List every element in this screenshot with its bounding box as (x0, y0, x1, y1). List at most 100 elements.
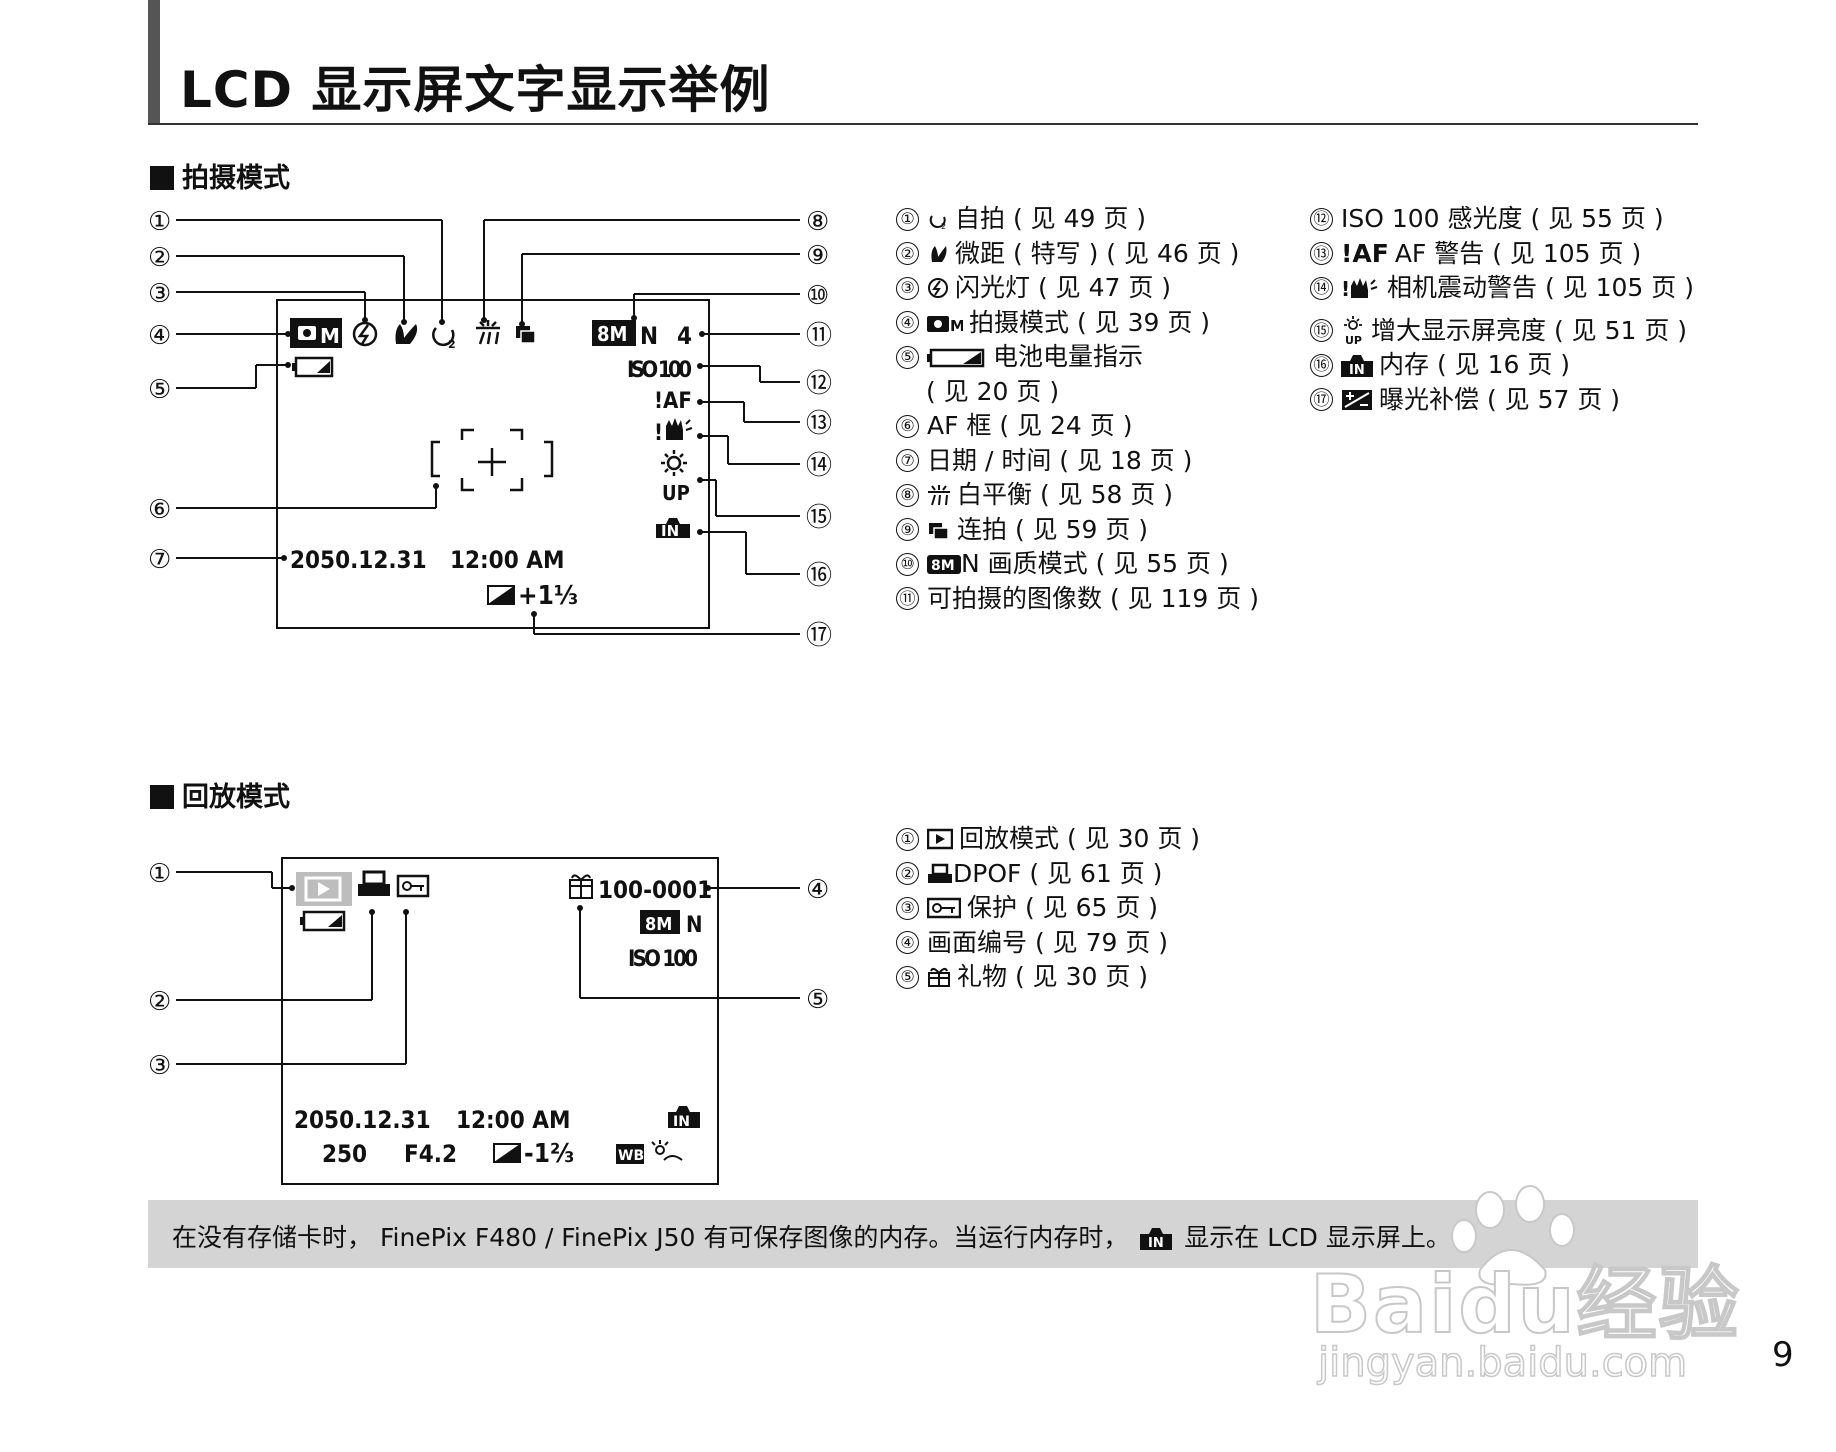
continuous-icon (516, 326, 536, 344)
playback-icon (927, 828, 953, 850)
flash-icon (352, 321, 378, 347)
battery-icon (300, 910, 346, 932)
title-accent-bar (148, 0, 160, 125)
baidu-paw-icon (1451, 1185, 1575, 1286)
legend-text: 闪光灯 ( 见 47 页 ) (955, 273, 1172, 302)
legend-number: ⑫ (1310, 207, 1333, 231)
pb-callout-5: ⑤ (806, 985, 829, 1015)
white-balance-icon (927, 484, 951, 506)
svg-text:M: M (320, 324, 340, 348)
shutter-speed: 250 (322, 1140, 367, 1168)
legend-text: 相机震动警告 ( 见 105 页 ) (1387, 273, 1694, 302)
playback-exposure: -1⅔ (524, 1139, 574, 1169)
gift-icon (569, 874, 593, 899)
legend-number: ⑥ (896, 414, 919, 438)
callout-16: ⑯ (806, 561, 832, 591)
callout-7: ⑦ (148, 545, 171, 575)
callout-11: ⑪ (806, 321, 832, 351)
svg-text:M: M (950, 317, 963, 334)
legend-number: ④ (896, 311, 919, 335)
internal-memory-icon: IN (656, 518, 690, 540)
quality-8m-badge: 8M (640, 910, 680, 935)
internal-memory-icon: IN (668, 1106, 700, 1130)
playback-quality-value: 8M (645, 914, 672, 935)
legend-number: ⑧ (896, 483, 919, 507)
macro-icon (927, 243, 949, 265)
playback-section-title: 回放模式 (150, 775, 290, 814)
lcd-boost-label: UP (662, 481, 690, 505)
callout-17: ⑰ (806, 621, 832, 651)
legend-number: ⑰ (1310, 388, 1333, 412)
note-text-after: 显示在 LCD 显示屏上。 (1184, 1223, 1451, 1252)
title-rule (148, 123, 1698, 125)
internal-memory-icon: IN (1341, 353, 1373, 378)
note-text-before: 在没有存储卡时， FinePix F480 / FinePix J50 有可保存… (172, 1223, 1129, 1252)
shooting-section-title: 拍摄模式 (150, 156, 290, 195)
shake-warning-icon: ! (1341, 276, 1381, 300)
legend-text: N 画质模式 ( 见 55 页 ) (961, 549, 1229, 578)
shooting-leader-dots (281, 315, 705, 617)
legend-text: 可拍摄的图像数 ( 见 119 页 ) (927, 583, 1259, 613)
legend-boost-label: UP (1345, 334, 1362, 346)
legend-text: 回放模式 ( 见 30 页 ) (959, 824, 1201, 853)
shots-remaining: 4 (677, 322, 692, 350)
quality-8m-icon: 8M (927, 553, 961, 575)
legend-number: ⑯ (1310, 353, 1333, 377)
legend-text: 白平衡 ( 见 58 页 ) (957, 480, 1174, 509)
shooting-lcd-content: M 2 8M N 4 (290, 318, 693, 611)
callout-1: ① (148, 207, 171, 237)
legend-item: ( 见 20 页 ) (896, 375, 1259, 410)
white-balance-icon (476, 320, 500, 345)
internal-memory-icon: IN (1140, 1226, 1173, 1256)
exposure-comp-icon (487, 585, 515, 605)
shooting-lcd-frame (276, 299, 710, 629)
pb-callout-1: ① (148, 859, 171, 889)
note-text: 在没有存储卡时， FinePix F480 / FinePix J50 有可保存… (172, 1218, 1451, 1256)
legend-number: ⑬ (1310, 242, 1333, 266)
dpof-icon (358, 870, 390, 896)
legend-text: 保护 ( 见 65 页 ) (967, 893, 1159, 922)
af-warning-icon: !AF (1341, 238, 1389, 268)
playback-iso: ISO 100 (628, 947, 698, 972)
shooting-callouts: ① ② ③ ④ ⑤ ⑥ ⑦ ⑧ ⑨ ⑩ ⑪ ⑫ ⑬ ⑭ ⑮ ⑯ ⑰ (148, 207, 832, 651)
legend-number: ⑮ (1310, 319, 1333, 343)
callout-9: ⑨ (806, 241, 829, 271)
wb-badge-icon: WB (616, 1144, 644, 1164)
legend-item: ③ 保护 ( 见 65 页 ) (896, 891, 1200, 926)
section-square-icon (150, 785, 174, 809)
legend-text: 自拍 ( 见 49 页 ) (955, 204, 1147, 233)
quality-suffix: N (640, 322, 658, 350)
callout-6: ⑥ (148, 495, 171, 525)
macro-icon (395, 324, 418, 344)
callout-14: ⑭ (806, 451, 832, 481)
legend-number: ③ (896, 276, 919, 300)
sun-white-balance-icon (651, 1140, 683, 1161)
playback-lcd-frame (281, 857, 719, 1185)
playback-callouts: ① ② ③ ④ ⑤ (148, 859, 829, 1081)
flash-icon (927, 277, 949, 299)
self-timer-icon: 2 (432, 327, 456, 351)
gift-icon (927, 966, 951, 988)
legend-text: 拍摄模式 ( 见 39 页 ) (969, 307, 1211, 337)
svg-text:!: ! (1341, 277, 1350, 300)
playback-icon (296, 872, 352, 906)
frame-number: 100-0001 (598, 876, 712, 904)
svg-text:2: 2 (448, 338, 456, 351)
legend-item: ③ 闪光灯 ( 见 47 页 ) (896, 271, 1259, 306)
note-bar (148, 1200, 1698, 1268)
legend-text: AF 警告 ( 见 105 页 ) (1394, 238, 1642, 268)
callout-5: ⑤ (148, 375, 171, 405)
legend-text: 曝光补偿 ( 见 57 页 ) (1379, 384, 1621, 414)
callout-8: ⑧ (806, 207, 829, 237)
legend-number: ③ (896, 896, 919, 920)
playback-leader-dots (289, 885, 711, 915)
legend-item: ⑧ 白平衡 ( 见 58 页 ) (896, 478, 1259, 513)
